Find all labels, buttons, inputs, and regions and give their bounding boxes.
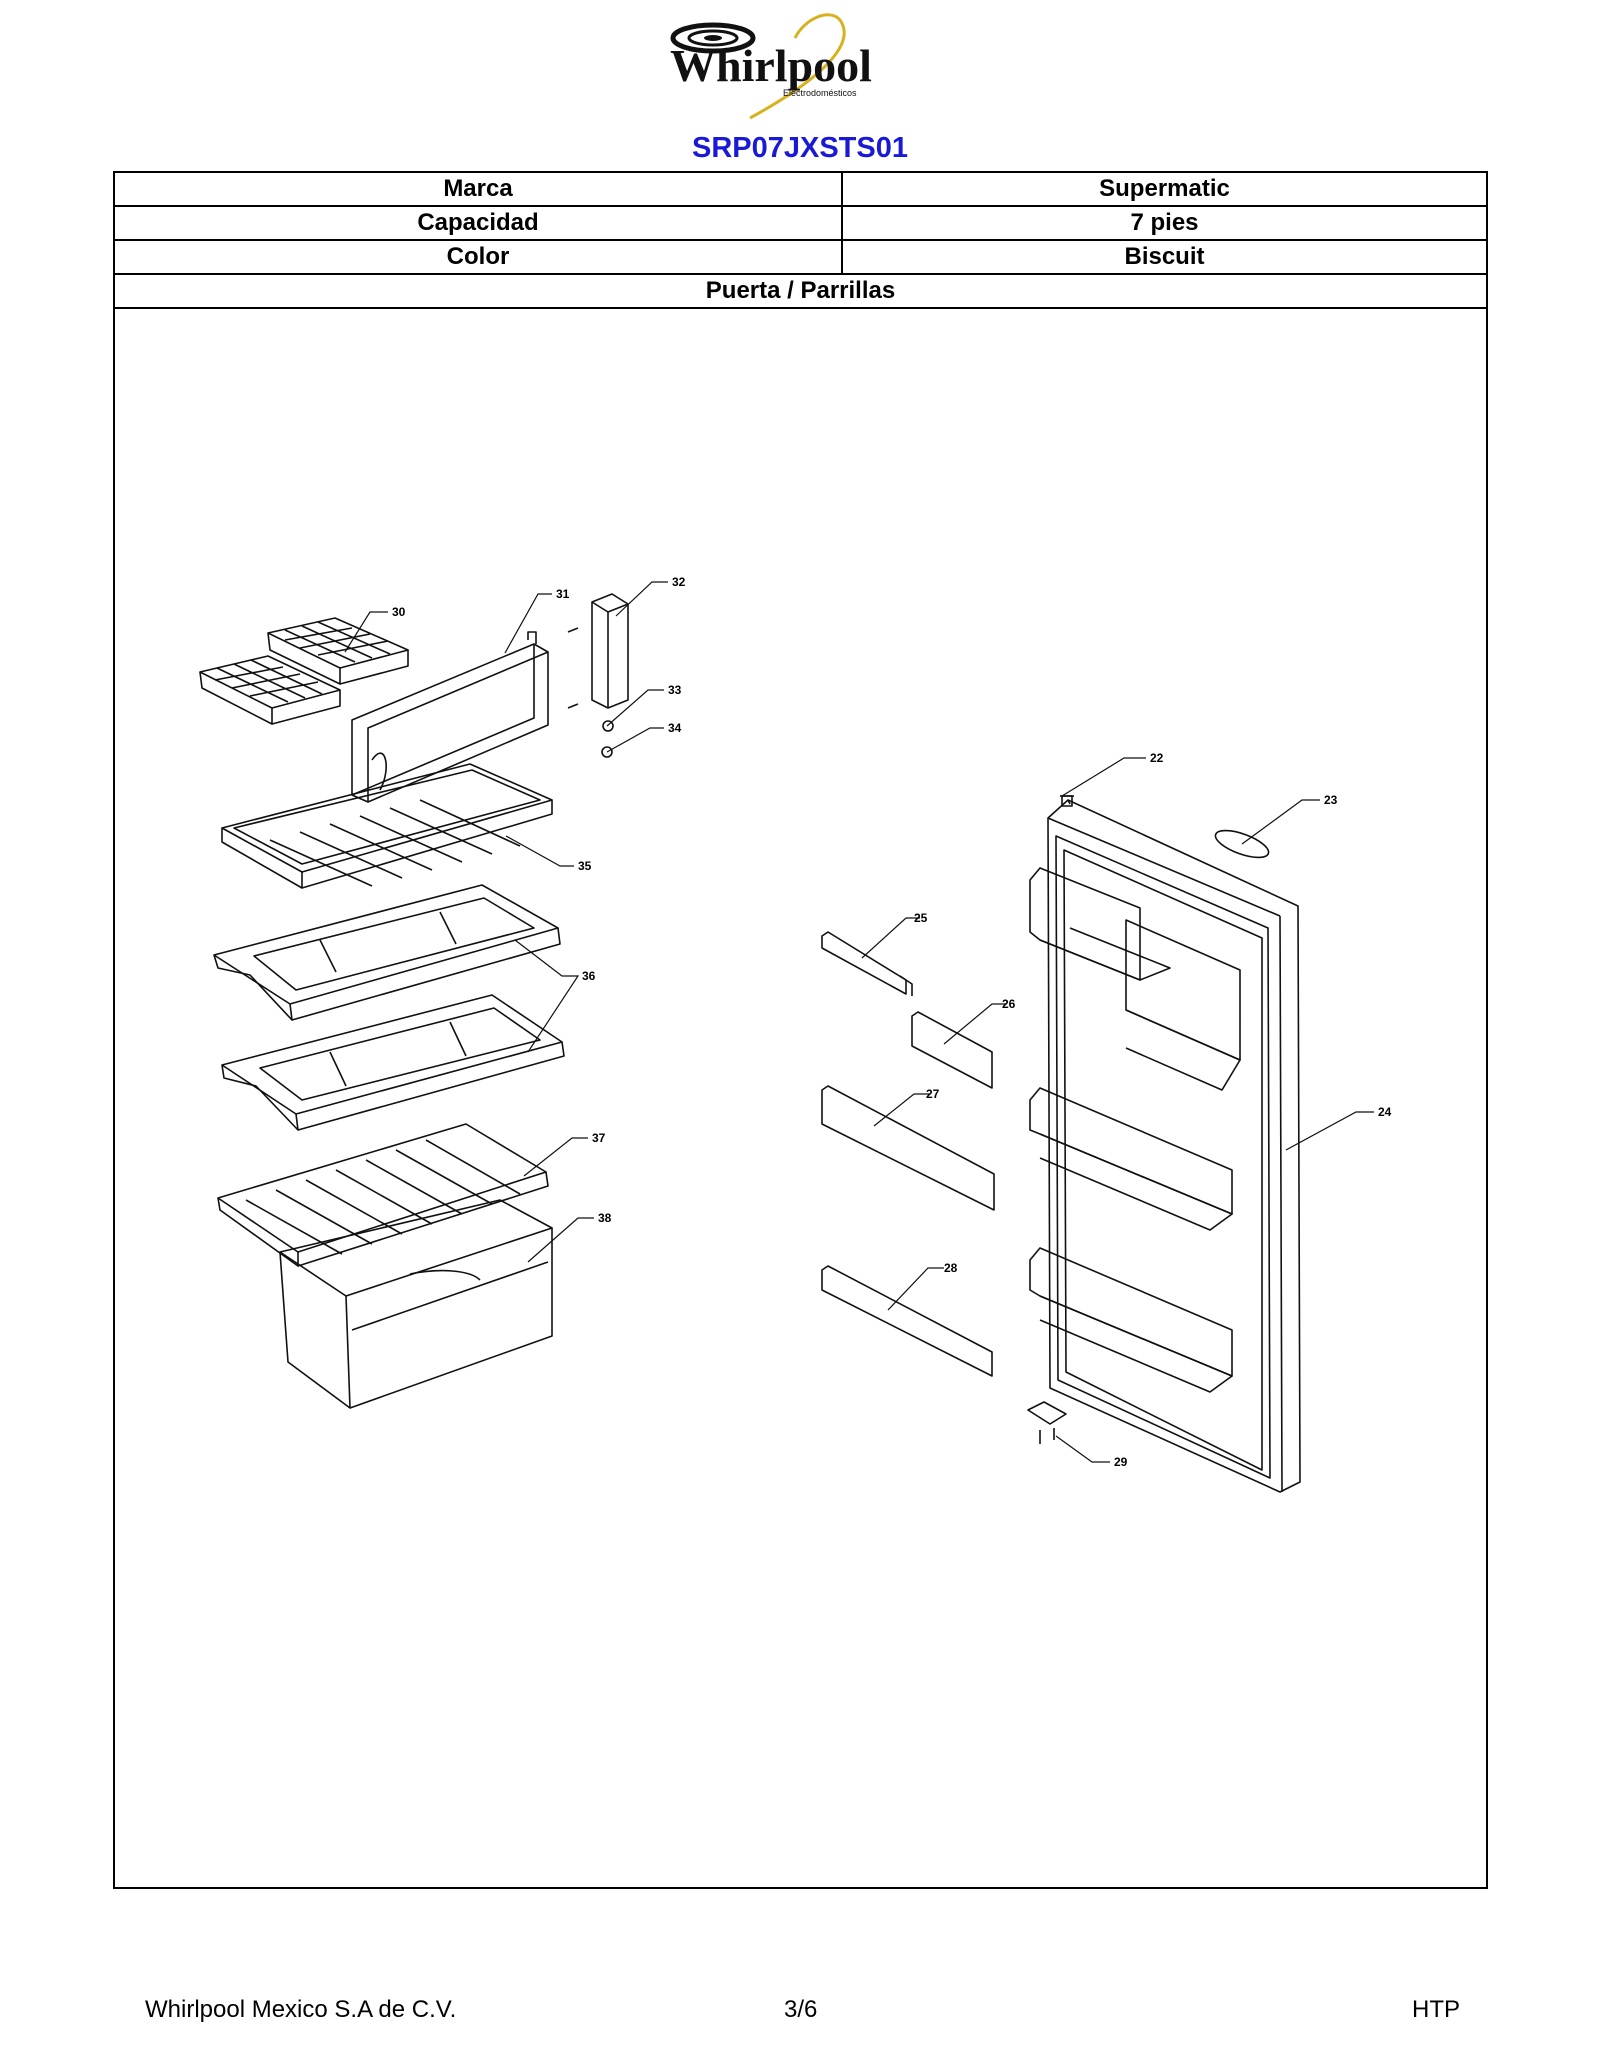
spec-label: Marca bbox=[115, 173, 843, 205]
part-label: 34 bbox=[668, 721, 682, 735]
part-label: 22 bbox=[1150, 751, 1164, 765]
part-label: 32 bbox=[672, 575, 686, 589]
part-label: 33 bbox=[668, 683, 682, 697]
part-label: 38 bbox=[598, 1211, 612, 1225]
part-label: 30 bbox=[392, 605, 406, 619]
part-label: 31 bbox=[556, 587, 570, 601]
spec-label: Color bbox=[115, 241, 843, 273]
freezer-tray bbox=[221, 763, 553, 889]
spec-row: Color Biscuit bbox=[115, 241, 1486, 275]
section-title: Puerta / Parrillas bbox=[705, 277, 896, 304]
spec-row: Marca Supermatic bbox=[115, 173, 1486, 207]
model-number: SRP07JXSTS01 bbox=[691, 132, 908, 164]
crisper-cover bbox=[217, 1123, 549, 1267]
part-label: 24 bbox=[1378, 1105, 1392, 1119]
door-bar bbox=[821, 1265, 993, 1377]
crisper-drawer bbox=[279, 1199, 553, 1409]
door-bar bbox=[911, 1011, 993, 1089]
refrigerator-door bbox=[1029, 799, 1301, 1493]
door-bar bbox=[821, 1085, 995, 1211]
ice-tray bbox=[199, 617, 409, 725]
glass-shelf bbox=[213, 884, 561, 1021]
emblem bbox=[1214, 829, 1270, 859]
screw-parts bbox=[601, 720, 614, 758]
spec-value: Biscuit bbox=[1124, 243, 1205, 270]
spec-value: Supermatic bbox=[1099, 175, 1230, 202]
section-title-row: Puerta / Parrillas bbox=[115, 275, 1486, 309]
part-label: 27 bbox=[926, 1087, 940, 1101]
part-label: 28 bbox=[944, 1261, 958, 1275]
part-label: 36 bbox=[582, 969, 596, 983]
part-label: 35 bbox=[578, 859, 592, 873]
part-label: 29 bbox=[1114, 1455, 1128, 1469]
spec-row: Capacidad 7 pies bbox=[115, 207, 1486, 241]
part-label: 37 bbox=[592, 1131, 606, 1145]
spec-value: 7 pies bbox=[1130, 209, 1199, 236]
part-label: 23 bbox=[1324, 793, 1338, 807]
door-bar bbox=[821, 931, 913, 996]
spec-table: Marca Supermatic Capacidad 7 pies Color … bbox=[113, 171, 1488, 1889]
logo-wordmark: Whirlpool bbox=[670, 40, 872, 91]
whirlpool-logo: Whirlpool Electrodomésticos bbox=[670, 13, 872, 120]
spec-label: Capacidad bbox=[115, 207, 843, 239]
footer-code: HTP bbox=[1412, 1996, 1460, 2023]
footer-page-number: 3/6 bbox=[784, 1996, 818, 2023]
glass-shelf bbox=[221, 994, 565, 1131]
part-label: 25 bbox=[914, 911, 928, 925]
bottom-hinge bbox=[1027, 1401, 1067, 1444]
logo-subtext: Electrodomésticos bbox=[783, 88, 857, 98]
hinge-bracket bbox=[567, 593, 629, 709]
part-label: 26 bbox=[1002, 997, 1016, 1011]
footer-company: Whirlpool Mexico S.A de C.V. bbox=[145, 1996, 457, 2023]
